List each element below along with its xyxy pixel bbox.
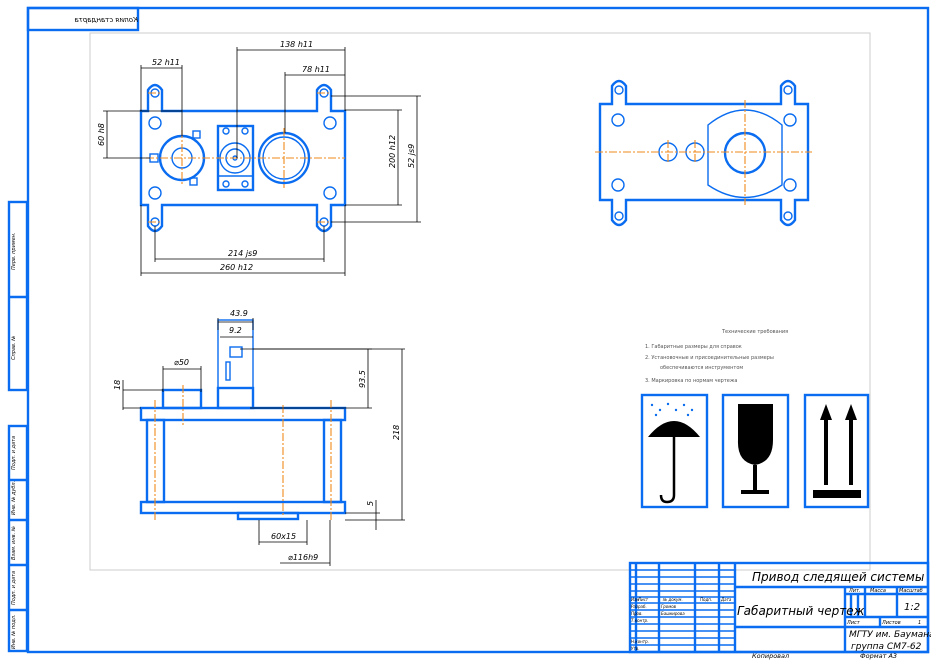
requirement-line: обеспечиваются инструментом [660, 365, 743, 371]
dim-label: 260 h12 [220, 263, 253, 272]
side-strip: Перв. примен. Справ. № Подп. и дата Инв.… [7, 200, 29, 653]
product-name: Привод следящей системы [752, 570, 924, 584]
front-view: 43.9 9.2 ⌀50 18 93.5 218 5 60x15 ⌀116h9 [113, 309, 405, 566]
technical-requirements: Технические требования 1. Габаритные раз… [645, 329, 788, 384]
side-label: Перв. примен. [11, 232, 17, 270]
col-label: Дата [720, 597, 732, 602]
row-label: Разраб. [631, 604, 647, 609]
dim-label: 78 h11 [302, 65, 330, 74]
dim-label: 60x15 [271, 532, 296, 541]
dim-label: 60 h8 [97, 123, 106, 146]
dim-label: 18 [113, 380, 122, 390]
dim-label: 5 [366, 501, 375, 506]
stamp-box [26, 6, 140, 32]
scale-value: 1:2 [904, 602, 920, 613]
dim-label: 52 h11 [152, 58, 180, 67]
copied-label: Копировал [752, 652, 789, 660]
dim-label: 200 h12 [388, 135, 397, 168]
paper-border [89, 32, 871, 571]
side-label: Инв. № подл. [11, 615, 17, 650]
developer-name: Громов [661, 604, 677, 609]
sheets-label: Листов [881, 620, 901, 626]
sheet-label: Лист [846, 620, 861, 626]
side-view [595, 79, 812, 227]
row-label: Н.контр. [631, 639, 649, 644]
organization: МГТУ им. Баумана [849, 630, 931, 640]
document-type: Габаритный чертеж [737, 604, 865, 618]
dim-label: 93.5 [358, 370, 367, 388]
dim-label: 138 h11 [280, 40, 313, 49]
col-label: Изм [631, 597, 639, 602]
dim-label: 218 [392, 425, 401, 440]
fragile-sign [721, 393, 790, 509]
side-label: Инв. № дубл. [11, 481, 17, 515]
requirement-line: 3. Маркировка по нормам чертежа [645, 378, 737, 384]
row-label: Утв. [631, 646, 639, 651]
dim-label: ⌀116h9 [288, 553, 318, 562]
side-label: Подп. и дата [11, 571, 17, 605]
title-block: Привод следящей системы Габаритный черте… [628, 561, 931, 660]
stamp-text: Копия стандарта [74, 16, 138, 24]
requirement-line: 1. Габаритные размеры для справок [645, 344, 742, 350]
scale-label: Масштаб [899, 588, 923, 594]
side-label: Взам. инв. № [11, 526, 17, 560]
dim-label: 43.9 [230, 309, 248, 318]
side-label: Справ. № [11, 336, 17, 360]
side-label: Подп. и дата [11, 436, 17, 470]
keep-dry-sign [640, 393, 709, 509]
col-label: Подп. [700, 597, 712, 602]
row-label: Пров. [631, 611, 643, 616]
sheets-value: 1 [918, 620, 921, 626]
requirements-title: Технические требования [721, 329, 788, 335]
col-label: № докум. [662, 597, 683, 602]
format-label: Формат A3 [860, 652, 897, 660]
dim-label: 9.2 [229, 326, 242, 335]
mass-label: Масса [870, 588, 886, 594]
dim-label: 214 js9 [228, 249, 257, 258]
col-label: Лист [637, 597, 649, 602]
row-label: Т.контр. [631, 618, 648, 623]
dim-label: 52 js9 [407, 144, 416, 168]
lit-label: Лит. [848, 588, 861, 594]
checker-name: Башкирова [661, 611, 685, 616]
this-way-up-sign [803, 393, 870, 509]
top-view: 138 h11 78 h11 52 h11 60 h8 200 h12 52 j… [97, 40, 421, 276]
dim-label: ⌀50 [174, 358, 189, 367]
group: группа СМ7-62 [851, 642, 922, 652]
requirement-line: 2. Установочные и присоединительные разм… [645, 355, 774, 361]
